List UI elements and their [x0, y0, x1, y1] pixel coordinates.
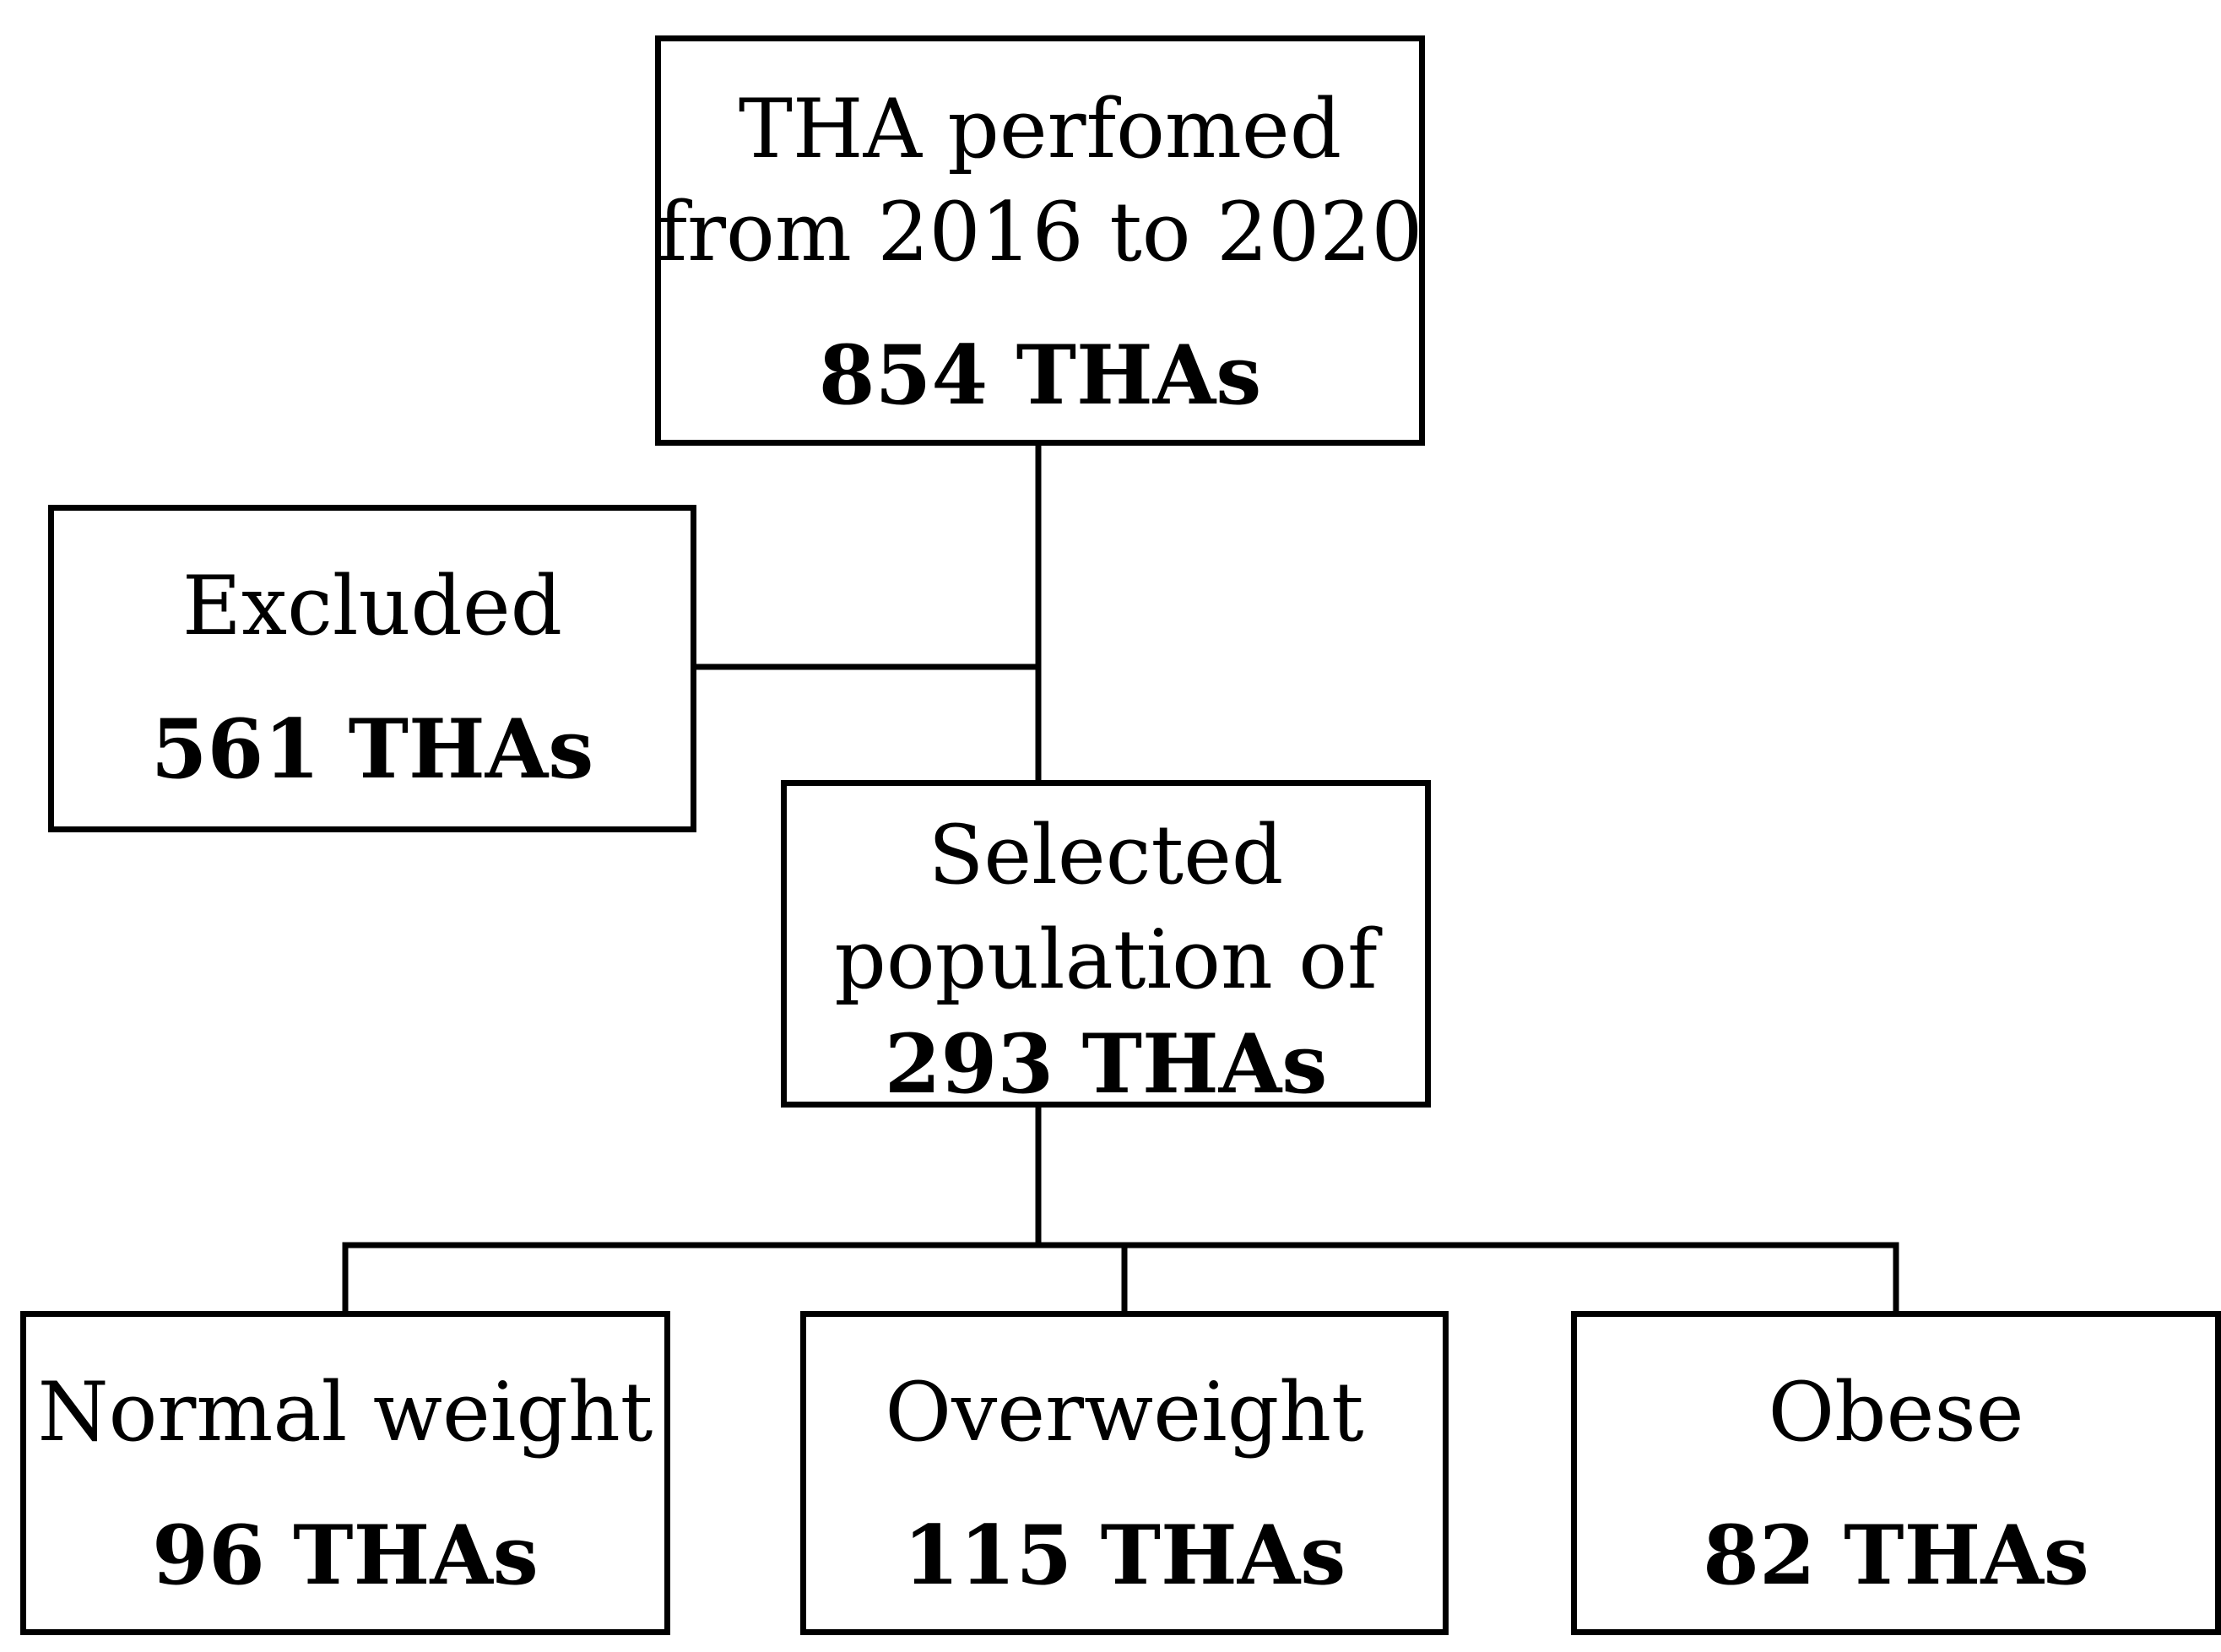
node-selected-count: 293 THAs	[884, 1016, 1328, 1112]
node-overweight: Overweight 115 THAs	[800, 1311, 1449, 1635]
node-obese-label: Obese	[1768, 1365, 2024, 1460]
node-excluded: Excluded 561 THAs	[48, 505, 696, 832]
node-obese: Obese 82 THAs	[1571, 1311, 2221, 1635]
node-tha-performed-count: 854 THAs	[818, 328, 1262, 423]
node-selected-line2: population of	[834, 913, 1378, 1007]
node-selected-line1: Selected	[928, 808, 1284, 902]
node-excluded-label: Excluded	[181, 559, 563, 653]
node-overweight-label: Overweight	[885, 1365, 1364, 1460]
node-overweight-count: 115 THAs	[902, 1508, 1346, 1603]
node-normal-weight: Normal weight 96 THAs	[20, 1311, 670, 1635]
node-normal-weight-count: 96 THAs	[152, 1508, 539, 1603]
node-tha-performed-line2: from 2016 to 2020	[657, 185, 1423, 279]
node-obese-count: 82 THAs	[1703, 1508, 2089, 1603]
node-tha-performed: THA perfomed from 2016 to 2020 854 THAs	[655, 35, 1425, 446]
node-excluded-count: 561 THAs	[150, 701, 594, 797]
node-tha-performed-line1: THA perfomed	[738, 82, 1342, 176]
node-normal-weight-label: Normal weight	[37, 1365, 653, 1460]
node-selected-population: Selected population of 293 THAs	[781, 780, 1431, 1112]
